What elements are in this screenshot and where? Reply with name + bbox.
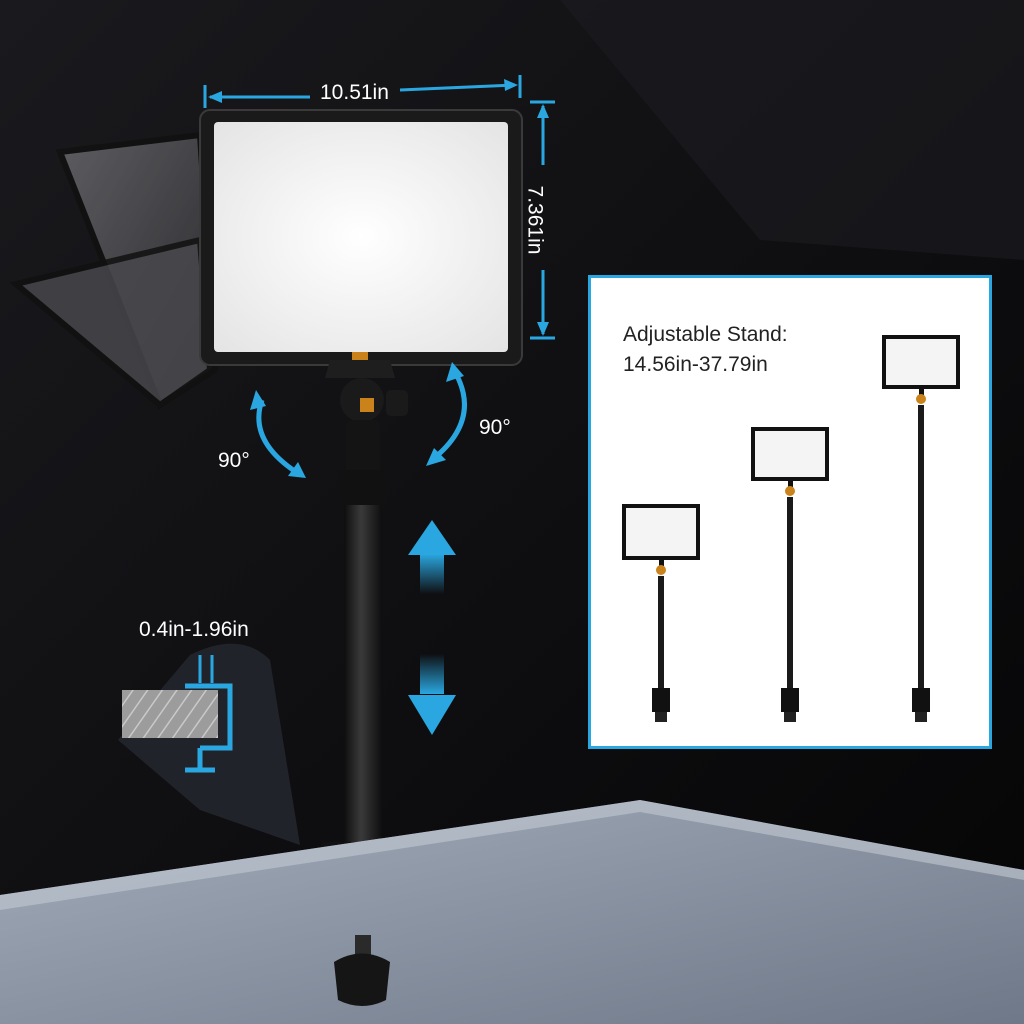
light-panel <box>199 109 523 366</box>
ball-head <box>325 352 408 510</box>
clamp-detail-board <box>122 690 218 738</box>
height-dimension <box>530 100 555 340</box>
width-label: 10.51in <box>320 81 389 104</box>
clamp-range-label: 0.4in-1.96in <box>139 618 249 641</box>
desk <box>0 800 1024 1024</box>
background-wall-shadow <box>560 0 1024 260</box>
rotate-left-label: 90° <box>218 449 250 472</box>
stand-card-title: Adjustable Stand: 14.56in-37.79in <box>623 320 788 380</box>
clamp-knob <box>334 935 390 1006</box>
width-dimension <box>203 75 522 108</box>
light-panel-diffuser <box>214 122 508 352</box>
stand-pole <box>318 505 408 860</box>
height-label: 7.361in <box>523 185 547 255</box>
stand-tall <box>882 335 960 722</box>
rotate-right-icon <box>426 362 467 466</box>
clamp-detail-callout <box>118 643 300 845</box>
ghost-panel-back <box>9 131 219 410</box>
stand-card-title-line1: Adjustable Stand: <box>623 323 788 346</box>
rotate-left-icon <box>250 390 306 478</box>
stand-card-title-line2: 14.56in-37.79in <box>623 353 768 376</box>
stand-heights-illustration <box>622 335 960 722</box>
up-arrow-icon <box>408 520 456 594</box>
adjustable-stand-card: Adjustable Stand: 14.56in-37.79in <box>588 275 992 749</box>
stand-medium <box>751 427 829 722</box>
down-arrow-icon <box>408 654 456 735</box>
desk-edge <box>0 800 1024 910</box>
rotate-right-label: 90° <box>479 416 511 439</box>
stand-short <box>622 504 700 722</box>
